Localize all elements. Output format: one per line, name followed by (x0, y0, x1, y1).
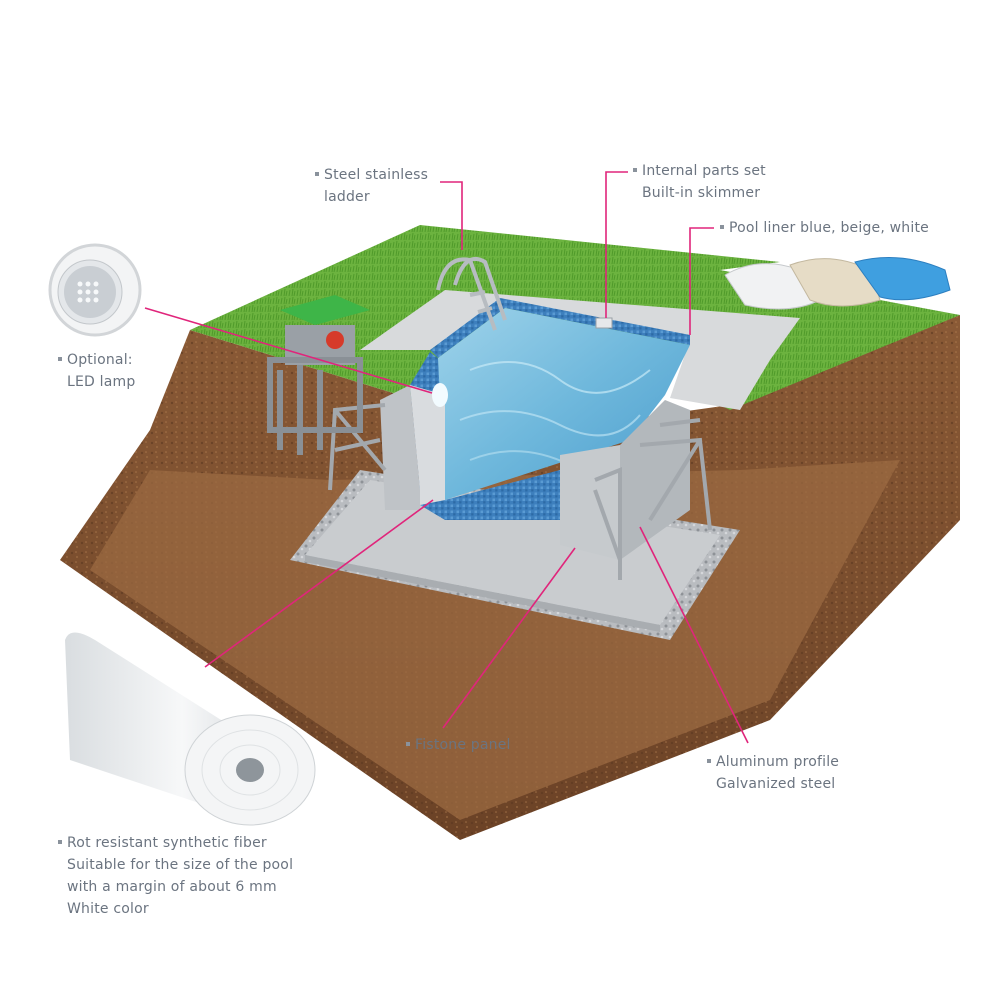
steel-ladder (436, 256, 507, 331)
fiber-roll (65, 632, 316, 826)
leader-pool-liner (689, 227, 714, 335)
fistone-panel-left (380, 385, 420, 510)
callout-internal-parts: Internal parts set Built-in skimmer (633, 160, 766, 204)
led-lamp-product (48, 243, 142, 337)
aluminum-braces-left (328, 403, 387, 491)
callout-fiber: Rot resistant synthetic fiber Suitable f… (58, 832, 293, 920)
leader-lines (144, 171, 749, 744)
pool-wall-back (430, 298, 690, 358)
callout-pool-liner: Pool liner blue, beige, white (720, 217, 929, 239)
aluminum-braces-right (593, 418, 712, 580)
fistone-panel-front (560, 445, 620, 560)
leader-aluminum (639, 526, 749, 744)
callout-aluminum-profile: Aluminum profile Galvanized steel (707, 751, 839, 795)
leader-led-lamp (144, 307, 433, 394)
led-lamp-in-pool (432, 383, 448, 407)
callout-led-lamp: Optional: LED lamp (58, 349, 135, 393)
leader-ladder (440, 181, 463, 250)
skimmer (595, 317, 613, 329)
callout-ladder: Steel stainless ladder (315, 164, 428, 208)
filtration-unit (267, 295, 370, 455)
leader-fistone (442, 547, 576, 729)
callout-fistone-panel: Fistone panel (406, 734, 511, 756)
leader-fiber (204, 499, 434, 668)
concrete-slab (305, 480, 720, 625)
pool-liner-rolls (724, 257, 951, 310)
leader-internal-parts (605, 171, 628, 318)
